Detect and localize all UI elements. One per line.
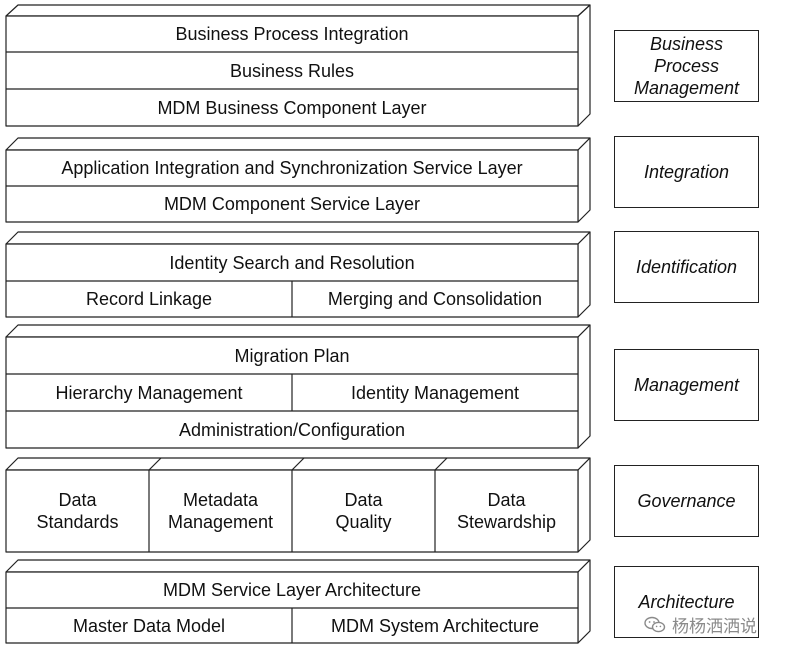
layer-cell-label: MDM Component Service Layer (163, 194, 421, 214)
layer-cell-label: Migration Plan (234, 345, 350, 366)
category-box: Integration (614, 136, 759, 208)
category-box: Management (614, 349, 759, 421)
layer-cell-label: Application Integration and Synchronizat… (61, 158, 523, 178)
layer-cell-label: Identity Management (350, 382, 520, 403)
category-label: Governance (637, 491, 736, 511)
category-label: Architecture (638, 592, 735, 612)
layer-cell-label: Identity Search and Resolution (169, 252, 415, 273)
layer-cell-label: Master Data Model (72, 615, 226, 636)
watermark-text: 杨杨洒洒说 (672, 617, 757, 637)
layer-cell-label: Administration/Configuration (178, 419, 406, 440)
layer-cell-label: Business Process Integration (175, 24, 409, 44)
layer-side-face (577, 137, 591, 223)
category-label: Identification (635, 257, 738, 277)
layer-top-face (5, 559, 591, 573)
layer-cell-label: Merging and Consolidation (327, 289, 543, 309)
category-box: Governance (614, 465, 759, 537)
top-face-divider (434, 457, 448, 471)
layer-top-face (5, 231, 591, 245)
layer-cell-label: MDM Service Layer Architecture (162, 580, 422, 600)
layer-top-face (5, 324, 591, 338)
top-face-divider (291, 457, 305, 471)
layer-side-face (577, 231, 591, 318)
layer-side-face (577, 457, 591, 553)
layer-side-face (577, 324, 591, 449)
wechat-icon (644, 616, 666, 634)
layer-cell-label: MDM Business Component Layer (157, 97, 427, 118)
layer-top-face (5, 4, 591, 17)
category-label: Integration (643, 162, 730, 182)
layer-side-face (577, 559, 591, 644)
layer-top-face (5, 137, 591, 151)
layer-cell-label: MDM System Architecture (330, 615, 540, 636)
category-label: Management (633, 375, 740, 395)
category-box: Architecture (614, 566, 759, 638)
layer-cell-label: Business Rules (229, 60, 355, 81)
category-box: Identification (614, 231, 759, 303)
watermark: 杨杨洒洒说 (644, 612, 757, 637)
layer-cell-label: Hierarchy Management (55, 382, 243, 403)
top-face-divider (148, 457, 162, 471)
layer-cell-label: Record Linkage (85, 289, 213, 309)
layer-side-face (577, 4, 591, 127)
